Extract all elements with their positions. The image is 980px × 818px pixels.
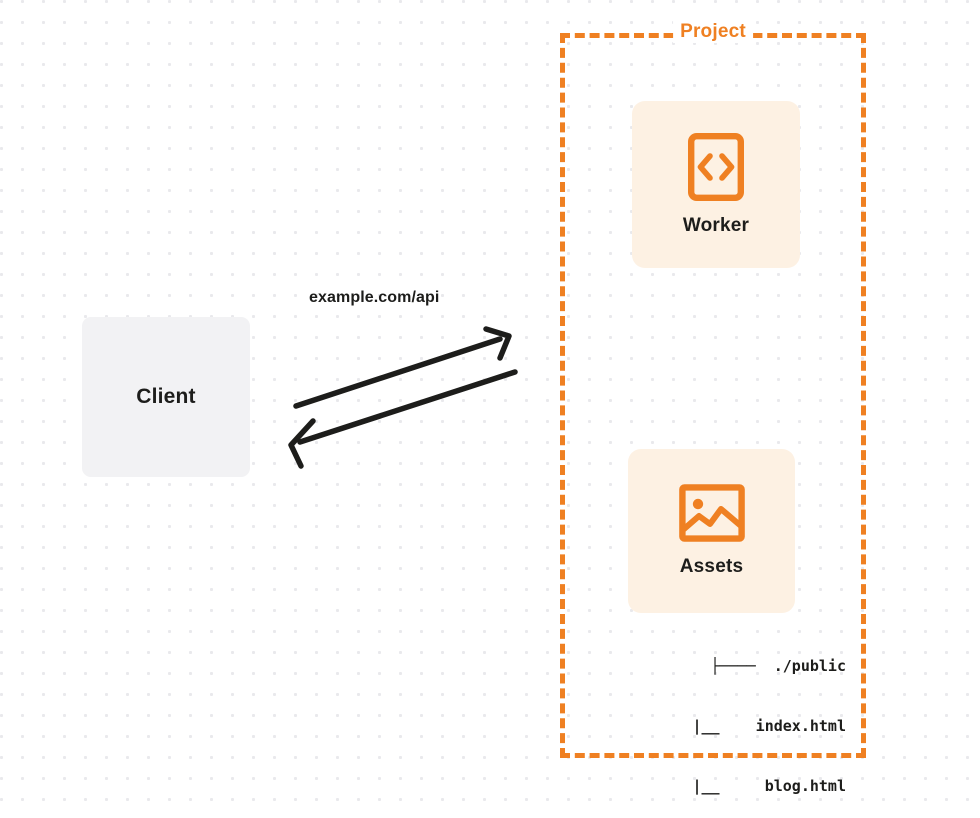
code-icon bbox=[688, 132, 744, 201]
card-assets-label: Assets bbox=[679, 556, 744, 577]
file-tree-row: ├──── ./public bbox=[710, 657, 846, 675]
assets-file-tree: ├──── ./public |__ index.html |__ blog.h… bbox=[596, 616, 846, 818]
file-tree-row: |__ blog.html bbox=[665, 777, 846, 795]
card-worker[interactable]: Worker bbox=[632, 101, 800, 268]
project-group[interactable]: Project Worker Assets ├──── ./public |__… bbox=[560, 21, 866, 795]
response-arrow-icon bbox=[288, 369, 518, 469]
node-client-label: Client bbox=[136, 385, 196, 408]
connector-label: example.com/api bbox=[309, 289, 440, 306]
card-worker-label: Worker bbox=[682, 214, 750, 236]
node-client[interactable]: Client bbox=[82, 317, 250, 477]
image-icon bbox=[678, 484, 745, 542]
file-tree-row: |__ index.html bbox=[665, 717, 846, 735]
project-group-label: Project bbox=[673, 21, 753, 43]
card-assets[interactable]: Assets bbox=[628, 449, 795, 613]
request-arrow-icon bbox=[293, 326, 512, 409]
